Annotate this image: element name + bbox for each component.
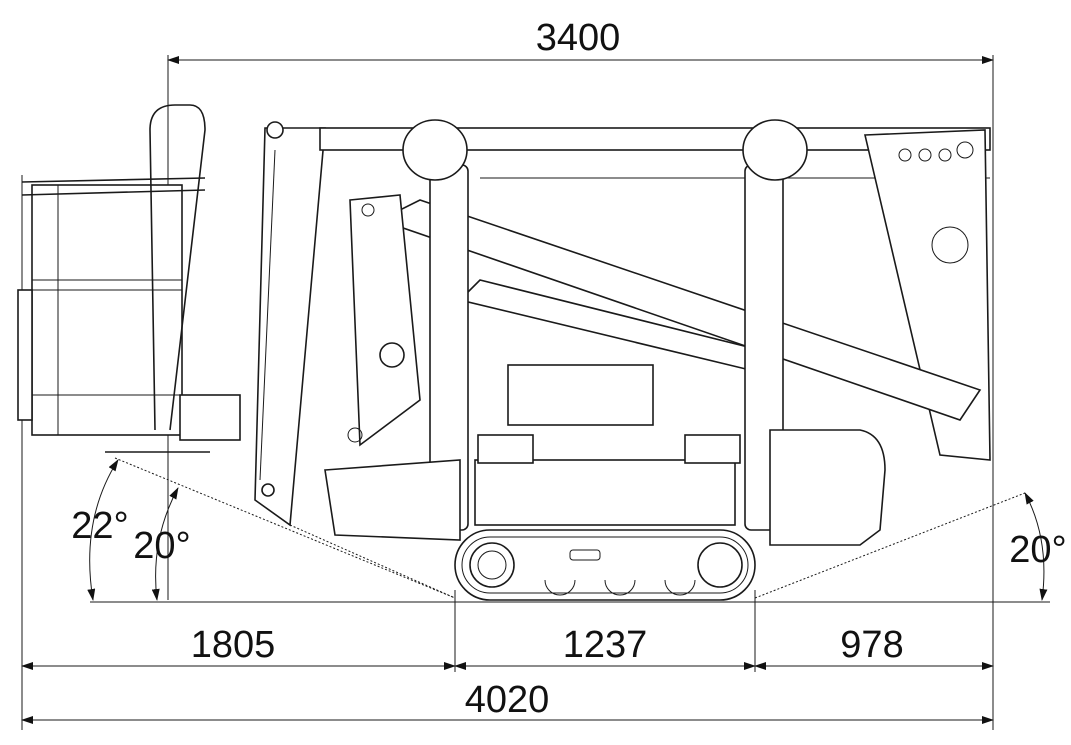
- outrigger-legs: [402, 119, 808, 531]
- chassis: [324, 364, 886, 546]
- dimension-3400: 3400: [167, 17, 994, 64]
- dimension-label: 978: [840, 624, 903, 666]
- angle-front-outer: 22°: [71, 459, 129, 601]
- dimension-1237: 1237: [454, 624, 756, 670]
- dimension-label: 1237: [563, 624, 648, 666]
- dimension-label: 4020: [465, 679, 550, 721]
- dimension-4020: 4020: [21, 679, 994, 724]
- work-basket: [17, 104, 241, 453]
- angle-rear: 20°: [1009, 492, 1067, 601]
- dimension-label: 3400: [536, 17, 621, 59]
- dimension-1805: 1805: [21, 624, 456, 670]
- lower-booms: [347, 194, 982, 447]
- angle-label: 20°: [133, 525, 190, 567]
- upper-boom: [319, 127, 991, 461]
- jib-arm: [254, 121, 326, 527]
- angle-front-inner: 20°: [133, 487, 191, 601]
- dimension-978: 978: [754, 624, 994, 670]
- front-clearance-line: [114, 457, 456, 599]
- rear-clearance-line: [754, 492, 1026, 599]
- angle-label: 20°: [1009, 529, 1066, 571]
- crawler-track: [454, 529, 756, 601]
- machine: [17, 104, 1026, 601]
- angle-label: 22°: [71, 505, 128, 547]
- dimension-label: 1805: [191, 624, 276, 666]
